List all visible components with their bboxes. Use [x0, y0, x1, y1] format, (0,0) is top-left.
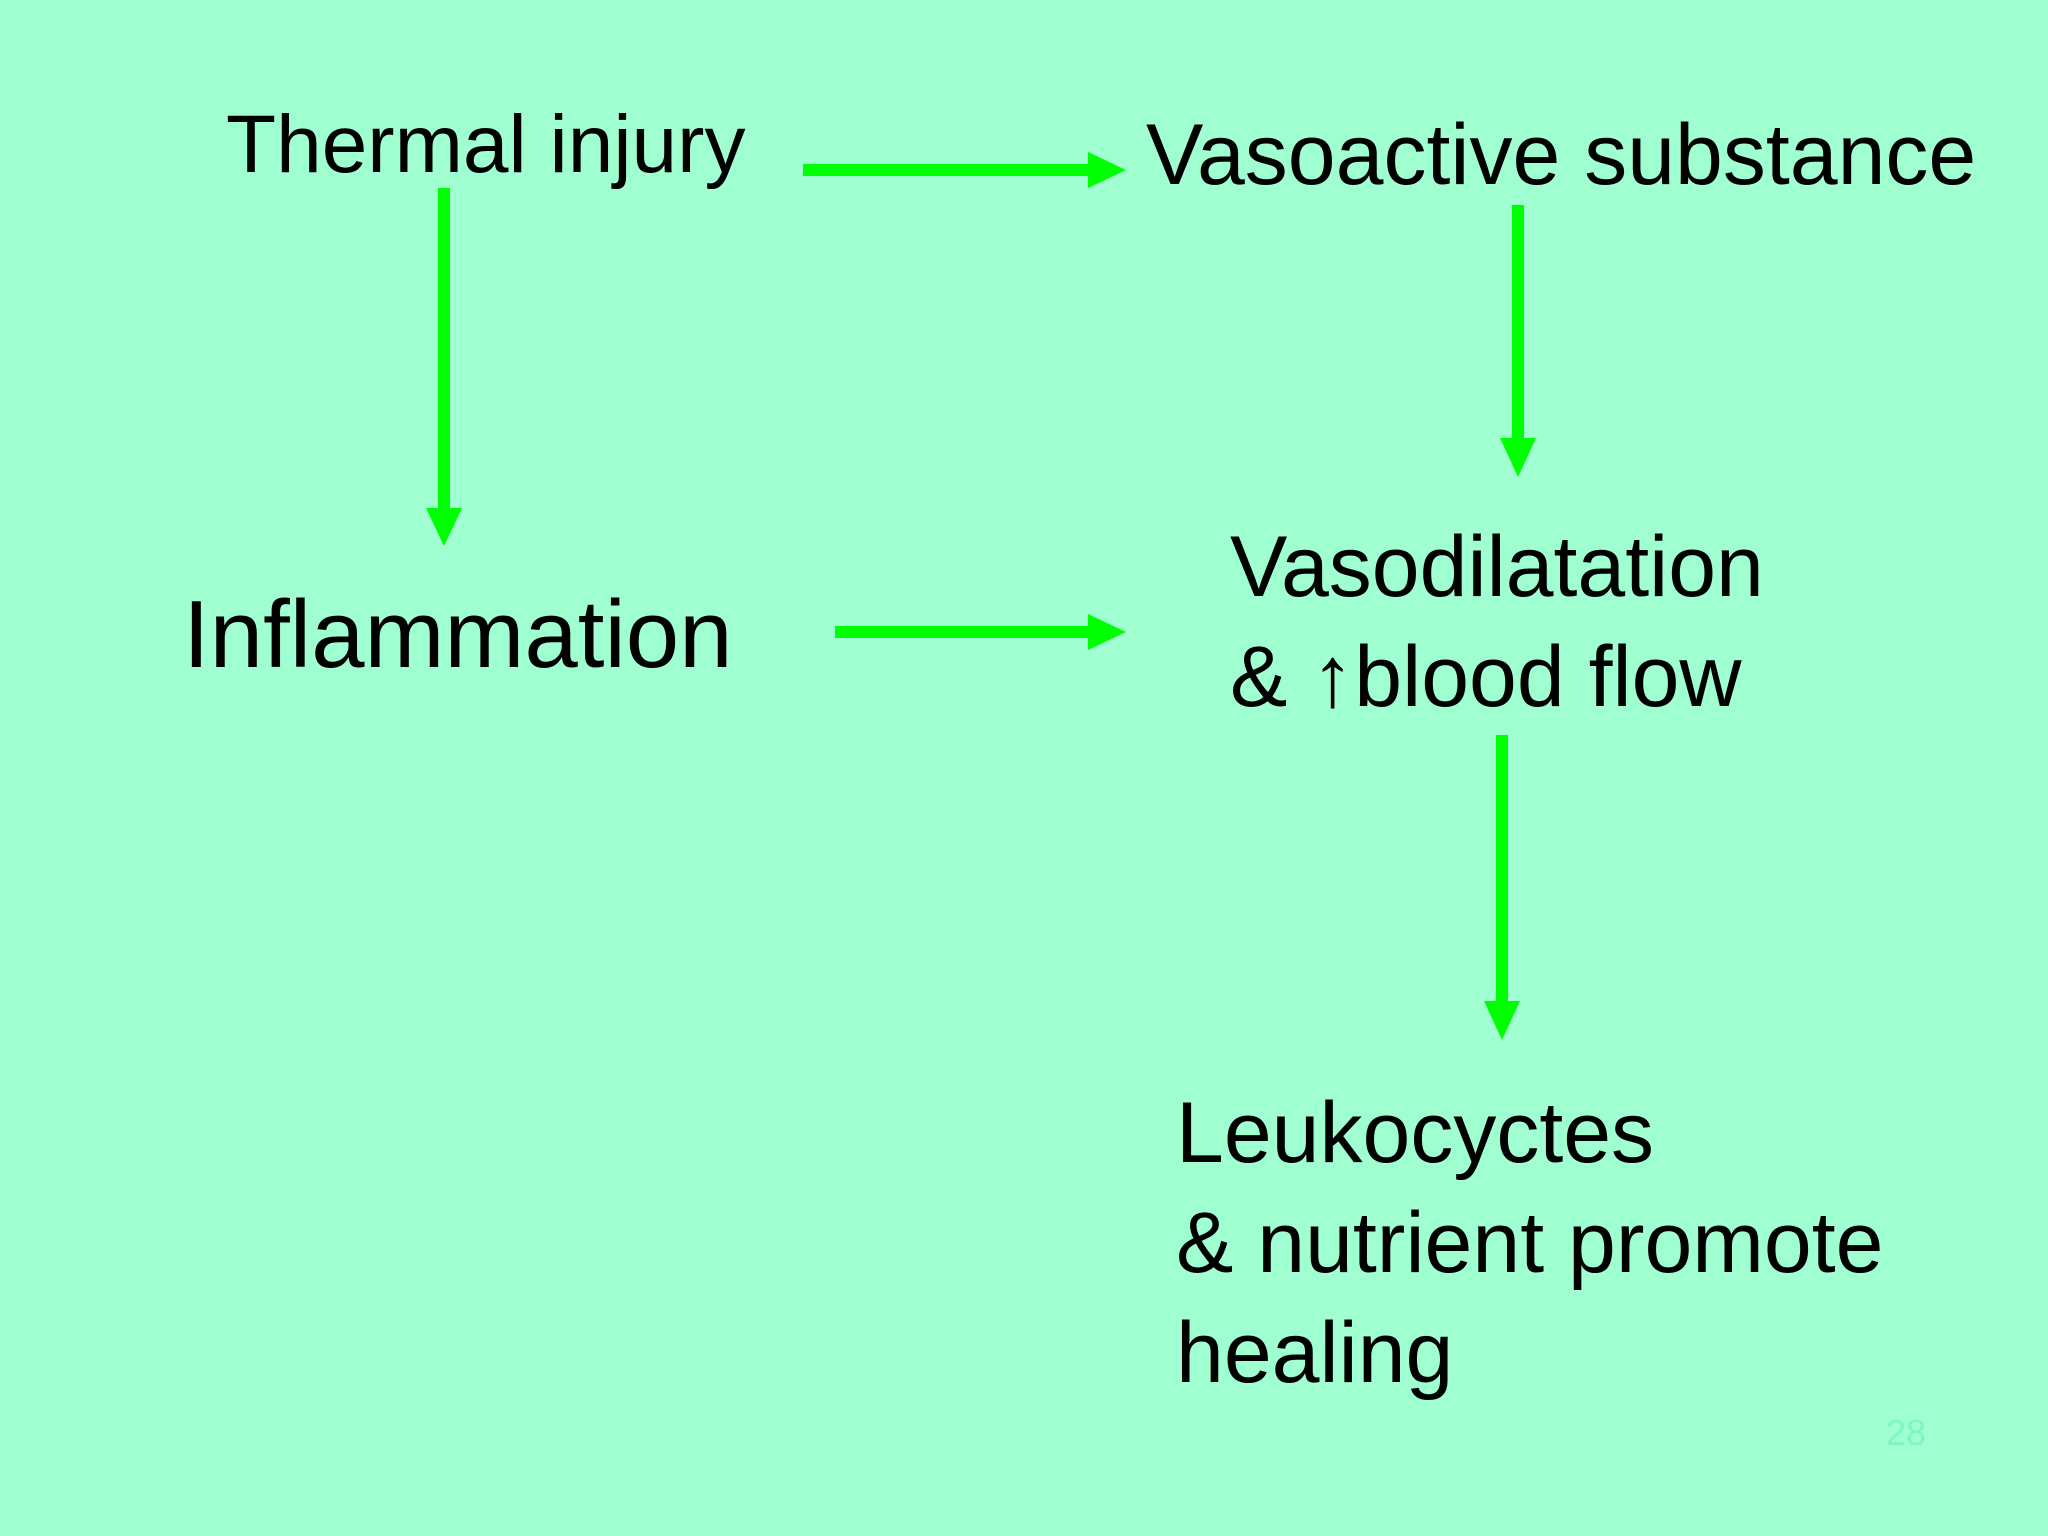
- node-inflammation: Inflammation: [183, 573, 733, 698]
- arrow-vasodilatation-to-leukocytes: [1484, 735, 1520, 1040]
- node-leukocytes: Leukocyctes & nutrient promote healing: [1176, 1078, 1883, 1408]
- node-vasodilatation-line-1: Vasodilatation: [1230, 519, 1764, 615]
- node-inflammation-label: Inflammation: [183, 581, 733, 688]
- slide-number: 28: [1885, 1412, 1927, 1453]
- arrow-inflammation-to-vasodilatation: [835, 614, 1126, 650]
- node-vasodilatation-line-2: & ↑blood flow: [1230, 629, 1742, 725]
- node-vasoactive-substance: Vasoactive substance: [1146, 100, 1976, 212]
- arrow-thermal-to-vasoactive: [803, 152, 1126, 188]
- node-vasodilatation: Vasodilatation & ↑blood flow: [1230, 512, 1764, 732]
- node-leukocytes-line-1: Leukocyctes: [1176, 1085, 1655, 1181]
- node-thermal-injury: Thermal injury: [226, 92, 745, 199]
- node-leukocytes-line-3: healing: [1176, 1305, 1454, 1401]
- arrow-vasoactive-to-vasodilatation: [1500, 205, 1536, 477]
- node-vasoactive-substance-label: Vasoactive substance: [1146, 107, 1977, 203]
- node-leukocytes-line-2: & nutrient promote: [1176, 1195, 1884, 1291]
- node-thermal-injury-label: Thermal injury: [226, 99, 746, 190]
- arrow-thermal-to-inflammation: [426, 188, 462, 546]
